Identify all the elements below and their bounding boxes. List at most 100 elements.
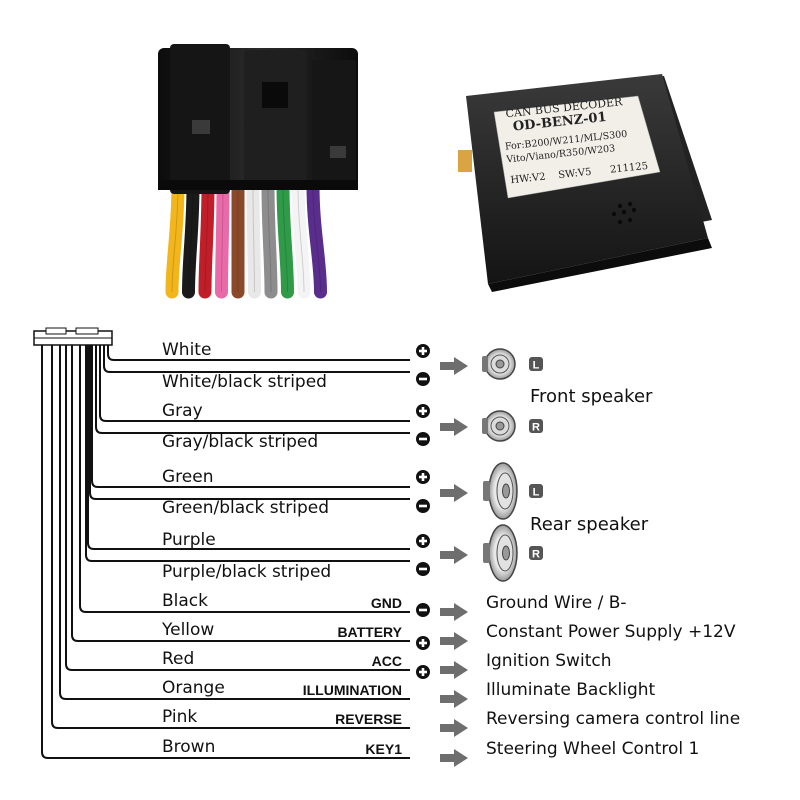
right-channel-badge: R — [529, 546, 543, 561]
svg-text:R: R — [532, 422, 540, 434]
arrow-right-icon — [440, 690, 468, 708]
harness-wire — [291, 178, 311, 299]
harness-wire — [198, 178, 215, 299]
speaker-wire-label: Gray/black striped — [162, 432, 318, 452]
harness-wire-edge — [204, 184, 209, 293]
svg-text:R: R — [532, 549, 540, 561]
speaker-wire-line — [87, 345, 410, 550]
arrow-right-icon — [440, 484, 468, 502]
plus-terminal-icon — [416, 636, 430, 650]
function-wire-color-label: Yellow — [161, 620, 214, 640]
function-wire-color-label: Red — [162, 649, 194, 669]
arrow-right-icon — [440, 603, 468, 621]
speaker-wire-line — [95, 345, 410, 434]
function-destination-label: Ignition Switch — [486, 651, 611, 671]
harness-wire — [246, 178, 261, 299]
harness-wire-edge — [188, 184, 194, 293]
speaker-wire-label: Green/black striped — [162, 498, 329, 518]
function-wire-func-label: KEY1 — [365, 741, 402, 757]
speaker-wire-label: Gray — [162, 401, 203, 421]
harness-wire-edge — [267, 184, 272, 293]
speaker-wire-line — [99, 345, 410, 422]
plus-terminal-icon — [416, 665, 430, 679]
speaker-wire-label: Green — [162, 467, 213, 487]
decoder-label-hw: HW:V2 — [510, 172, 546, 187]
speaker-wire-label: Purple/black striped — [162, 562, 331, 582]
speaker-wire-line — [103, 345, 410, 373]
svg-text:L: L — [533, 487, 540, 499]
function-wire-color-label: Orange — [162, 678, 225, 698]
plus-terminal-icon — [416, 404, 430, 418]
speaker-wire-label: White/black striped — [162, 372, 327, 392]
minus-terminal-icon — [416, 432, 430, 446]
harness-wire — [182, 178, 200, 299]
harness-wire-edge — [312, 184, 321, 293]
harness-wire-edge — [282, 184, 288, 293]
harness-wire-edge — [221, 184, 224, 293]
decoder-label-date: 211125 — [609, 161, 648, 176]
function-wire-func-label: BATTERY — [337, 624, 402, 640]
arrow-right-icon — [440, 661, 468, 679]
arrow-right-icon — [440, 719, 468, 737]
speaker-wire-line — [91, 345, 410, 488]
function-destination-label: Ground Wire / B- — [486, 593, 627, 613]
function-destination-label: Constant Power Supply +12V — [486, 622, 736, 642]
function-wire-func-label: ACC — [372, 653, 402, 669]
function-destination-label: Illuminate Backlight — [486, 680, 656, 700]
rear-speaker-label: Rear speaker — [530, 514, 649, 535]
harness-wire — [215, 178, 230, 299]
left-channel-badge: L — [529, 357, 543, 372]
plus-terminal-icon — [416, 470, 430, 484]
left-channel-badge: L — [529, 484, 543, 499]
function-wire-line — [71, 345, 410, 642]
minus-terminal-icon — [416, 499, 430, 513]
function-wire-line — [65, 345, 410, 671]
harness-connector-image — [158, 44, 358, 299]
speaker-wire-label: Purple — [162, 530, 216, 550]
function-wire-line — [51, 345, 410, 729]
harness-wire-edge — [297, 184, 305, 293]
speaker-wire-line — [85, 345, 410, 562]
arrow-right-icon — [440, 632, 468, 650]
speaker-wire-line — [89, 345, 410, 500]
round-speaker-icon — [482, 410, 516, 442]
plus-terminal-icon — [416, 344, 430, 358]
arrow-right-icon — [440, 418, 468, 436]
plug-header — [33, 327, 113, 346]
plus-terminal-icon — [416, 534, 430, 548]
harness-wire — [165, 178, 185, 299]
function-wire-func-label: REVERSE — [335, 711, 402, 727]
front-speaker-label: Front speaker — [530, 386, 653, 407]
function-wire-line — [59, 345, 410, 700]
decoder-label-sw: SW:V5 — [558, 167, 592, 181]
oval-speaker-icon — [483, 462, 518, 520]
oval-speaker-icon — [483, 524, 518, 582]
function-wire-color-label: Pink — [162, 707, 197, 727]
function-wire-func-label: ILLUMINATION — [303, 682, 402, 698]
minus-terminal-icon — [416, 603, 430, 617]
harness-wire-edge — [252, 184, 255, 293]
arrow-right-icon — [440, 546, 468, 564]
function-destination-label: Steering Wheel Control 1 — [486, 739, 699, 759]
minus-terminal-icon — [416, 562, 430, 576]
function-wire-line — [41, 345, 410, 759]
round-speaker-icon — [482, 348, 516, 380]
harness-wire — [306, 178, 327, 299]
arrow-right-icon — [440, 357, 468, 375]
function-wire-func-label: GND — [371, 595, 402, 611]
function-wire-color-label: Brown — [162, 737, 215, 757]
speaker-wire-line — [107, 345, 410, 361]
minus-terminal-icon — [416, 372, 430, 386]
harness-wire-edge — [171, 184, 179, 293]
harness-wire — [261, 178, 278, 299]
can-bus-decoder-image: CAN BUS DECODER OD-BENZ-01 For:B200/W211… — [458, 74, 712, 292]
speaker-wire-label: White — [162, 340, 211, 360]
right-channel-badge: R — [529, 419, 543, 434]
harness-wire — [276, 178, 294, 299]
function-wire-color-label: Black — [162, 591, 208, 611]
function-destination-label: Reversing camera control line — [486, 709, 740, 729]
function-wire-line — [79, 345, 410, 613]
svg-text:L: L — [533, 360, 540, 372]
arrow-right-icon — [440, 749, 468, 767]
